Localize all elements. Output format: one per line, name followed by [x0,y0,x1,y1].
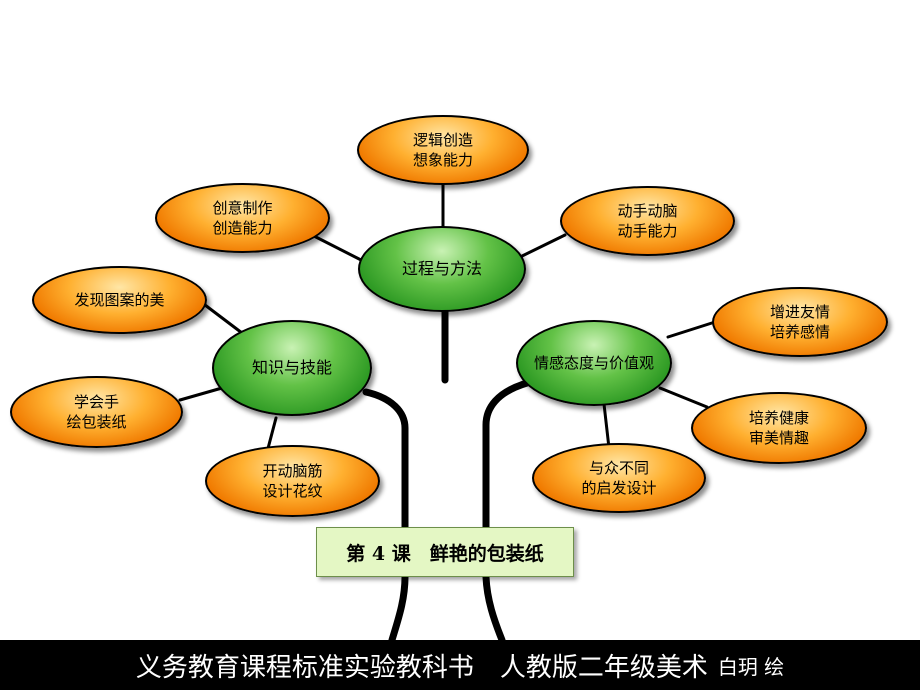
connector-emotion-top [666,320,717,339]
leaf-hands-on-label: 动手动脑 动手能力 [617,202,678,240]
leaf-friendship-label: 增进友情 培养感情 [769,303,830,341]
leaf-aesthetic: 培养健康 审美情趣 [691,392,867,464]
leaf-learn-drawing-label: 学会手 绘包装纸 [66,393,127,431]
footer-textbook-title: 义务教育课程标准实验教科书 人教版二年级美术 [135,652,708,683]
leaf-aesthetic-label: 培养健康 审美情趣 [748,409,809,447]
leaf-unique-design-label: 与众不同 的启发设计 [581,459,657,497]
leaf-design-pattern-label: 开动脑筋 设计花纹 [262,462,323,500]
leaf-unique-design: 与众不同 的启发设计 [532,443,706,513]
hub-emotion-values: 情感态度与价值观 [516,320,672,406]
leaf-hands-on: 动手动脑 动手能力 [560,186,735,256]
hub-knowledge-skills-label: 知识与技能 [251,358,332,377]
leaf-design-pattern: 开动脑筋 设计花纹 [205,445,380,517]
hub-knowledge-skills: 知识与技能 [212,320,372,416]
hub-process-method: 过程与方法 [358,226,526,312]
trunk-left-branch [362,388,409,531]
leaf-friendship: 增进友情 培养感情 [712,287,888,357]
leaf-learn-drawing: 学会手 绘包装纸 [10,376,183,448]
connector-knowledge-left [178,386,224,402]
leaf-creative-making: 创意制作 创造能力 [155,183,330,253]
leaf-creative-making-label: 创意制作 创造能力 [212,199,273,237]
connector-emotion-bottom [602,402,611,450]
hub-process-method-label: 过程与方法 [401,259,482,278]
trunk-root-left [388,573,409,644]
leaf-discover-pattern-label: 发现图案的美 [74,291,165,309]
leaf-discover-pattern: 发现图案的美 [32,266,207,334]
leaf-logic-imagination-label: 逻辑创造 想象能力 [412,131,473,169]
trunk-root-right [482,573,506,644]
leaf-logic-imagination: 逻辑创造 想象能力 [357,115,529,185]
connector-process-left [306,231,367,264]
footer-author: 白玥 绘 [717,654,785,679]
hub-emotion-values-label: 情感态度与价值观 [533,354,654,372]
connector-process-right [516,233,567,260]
trunk-right-branch [482,379,531,531]
footer-bar: 义务教育课程标准实验教科书 人教版二年级美术 白玥 绘 [0,640,920,690]
lesson-title: 第 4 课 鲜艳的包装纸 [316,527,574,577]
connector-emotion-right [658,386,709,409]
